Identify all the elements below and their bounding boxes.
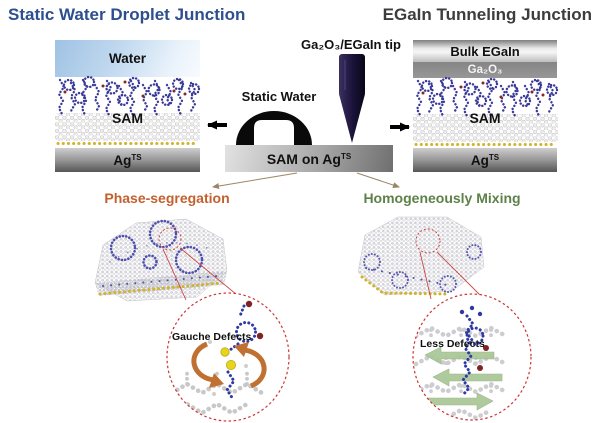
- ag-ts-label: AgTS: [470, 152, 500, 168]
- gallium-oxide-label: Ga₂O₃: [467, 64, 503, 76]
- silver-substrate-right: AgTS: [413, 148, 557, 172]
- ag-ts-label: AgTS: [113, 152, 142, 168]
- pathway-connectors: [212, 172, 400, 189]
- sam-label-right: SAM: [469, 110, 501, 126]
- zoom-callout-right: [413, 228, 531, 420]
- static-water-label: Static Water: [241, 89, 317, 104]
- left-junction-title: Static Water Droplet Junction: [8, 5, 246, 24]
- molecular-slab-phase-segregated: [94, 218, 228, 302]
- rotation-arrows-icon: [191, 341, 267, 389]
- zoom-callout-left: [158, 227, 289, 421]
- silver-substrate-left: AgTS: [55, 148, 200, 172]
- gauche-defects-label: Gauche Defects: [172, 331, 252, 343]
- magnifier-circle-right: [412, 293, 532, 421]
- less-defects-label: Less Defects: [420, 338, 485, 350]
- gallium-oxide-layer: Ga₂O₃: [413, 62, 557, 78]
- bulk-egain-layer: Bulk EGaIn: [413, 40, 557, 62]
- phase-segregation-label: Phase-segregation: [104, 190, 230, 206]
- sam-label-left: SAM: [111, 110, 144, 126]
- water-layer: Water: [55, 40, 200, 77]
- sam-on-ag-label: SAM on AgTS: [266, 150, 352, 167]
- gauche-defects-molecule: [169, 300, 267, 416]
- alignment-arrows-icon: [422, 346, 503, 411]
- molecular-slab-homogeneous: [357, 216, 485, 296]
- water-label: Water: [108, 51, 146, 66]
- magnifier-circle-left: [166, 292, 290, 422]
- egain-tip-label: Ga₂O₃/EGaIn tip: [301, 37, 401, 52]
- homogeneously-mixing-label: Homogeneously Mixing: [363, 190, 521, 206]
- bulk-egain-label: Bulk EGaIn: [450, 43, 520, 59]
- right-junction-title: EGaIn Tunneling Junction: [382, 5, 592, 24]
- water-droplet-icon: [236, 111, 312, 145]
- less-defects-molecule: [413, 305, 509, 420]
- sam-on-ag-bar: SAM on AgTS: [225, 145, 393, 172]
